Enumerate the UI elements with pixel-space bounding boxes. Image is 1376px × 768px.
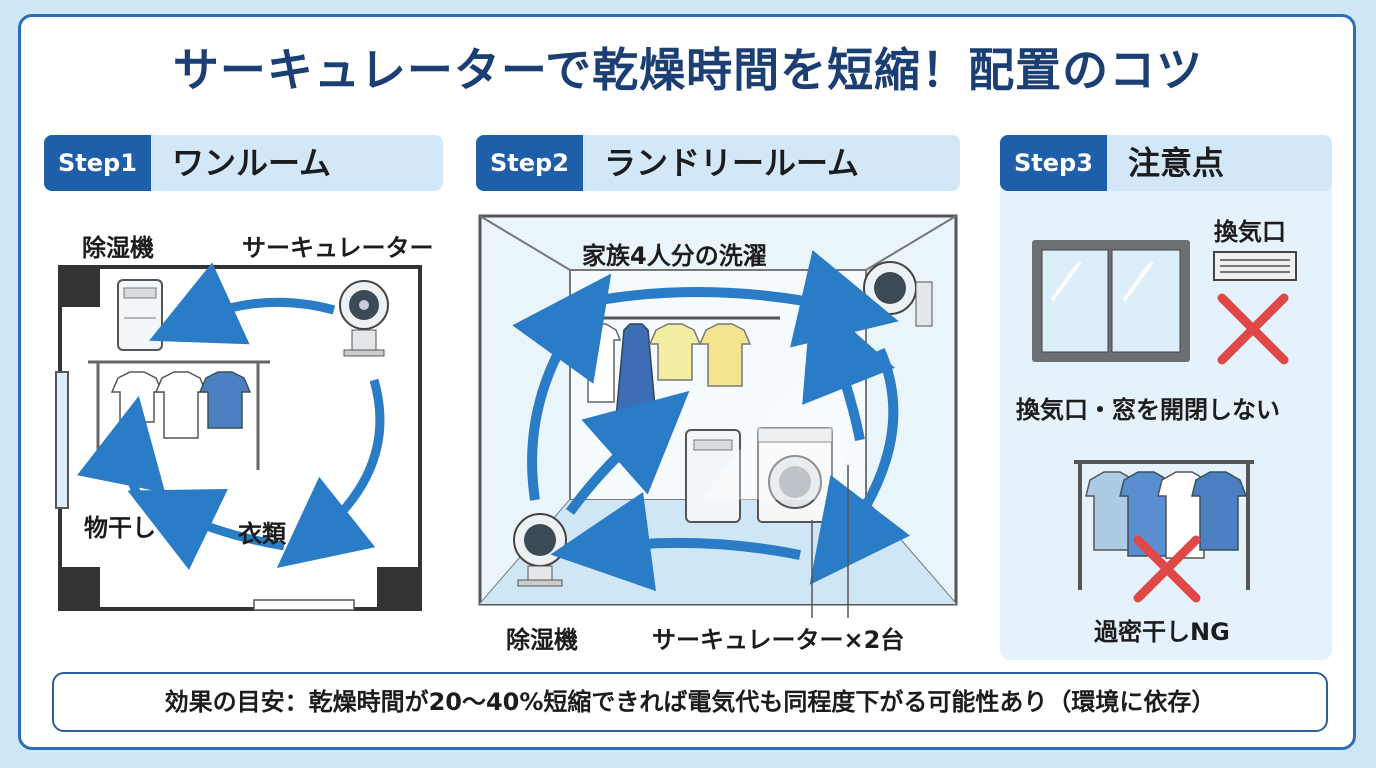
pillar-bl [60, 567, 100, 609]
step3-header: Step3 注意点 [1000, 135, 1332, 191]
step1-clothes-label: 衣類 [238, 520, 286, 548]
airflow-arrow [565, 390, 690, 515]
step1-rack-label: 物干し [84, 514, 156, 542]
door-gap [253, 599, 355, 611]
step2-badge: Step2 [476, 135, 583, 191]
step3-badge: Step3 [1000, 135, 1107, 191]
window-icon [1032, 240, 1190, 362]
airflow-arrow [276, 378, 385, 569]
circulator-icon [339, 280, 389, 357]
step2-dehumidifier-label: 除湿機 [506, 626, 578, 654]
airflow-arrow [149, 262, 336, 345]
cross-icon [1217, 293, 1289, 365]
airflow-arrow [512, 273, 612, 501]
effect-note: 効果の目安：乾燥時間が20〜40%短縮できれば電気代も同程度下がる可能性あり（環… [52, 672, 1328, 732]
step3-vent-label: 換気口 [1214, 218, 1286, 246]
step1-header: Step1 ワンルーム [44, 135, 443, 191]
airflow-arrow [550, 491, 801, 592]
step2-laundry-label: 家族4人分の洗濯 [582, 242, 767, 270]
step1-title: ワンルーム [172, 144, 332, 182]
airflow-arrow [802, 293, 895, 441]
cross-icon [1133, 535, 1201, 603]
vent-icon [1213, 251, 1297, 281]
step2-header: Step2 ランドリールーム [476, 135, 960, 191]
window-icon [55, 371, 69, 509]
pillar-br [377, 567, 420, 609]
step2-circulators-label: サーキュレーター×2台 [652, 626, 905, 654]
airflow-arrow [77, 395, 166, 503]
step1-dehumidifier-label: 除湿機 [82, 234, 154, 262]
airflow-arrow [127, 488, 285, 571]
step1-circulator-label: サーキュレーター [242, 234, 434, 262]
step3-no-open-label: 換気口・窓を開閉しない [1016, 396, 1280, 424]
step2-title: ランドリールーム [604, 144, 860, 182]
step3-title: 注意点 [1128, 144, 1225, 182]
pillar-tl [60, 267, 100, 307]
step1-badge: Step1 [44, 135, 151, 191]
page-title: サーキュレーターで乾燥時間を短縮！配置のコツ [172, 43, 1204, 97]
step3-no-crowd-label: 過密干しNG [1094, 618, 1230, 646]
